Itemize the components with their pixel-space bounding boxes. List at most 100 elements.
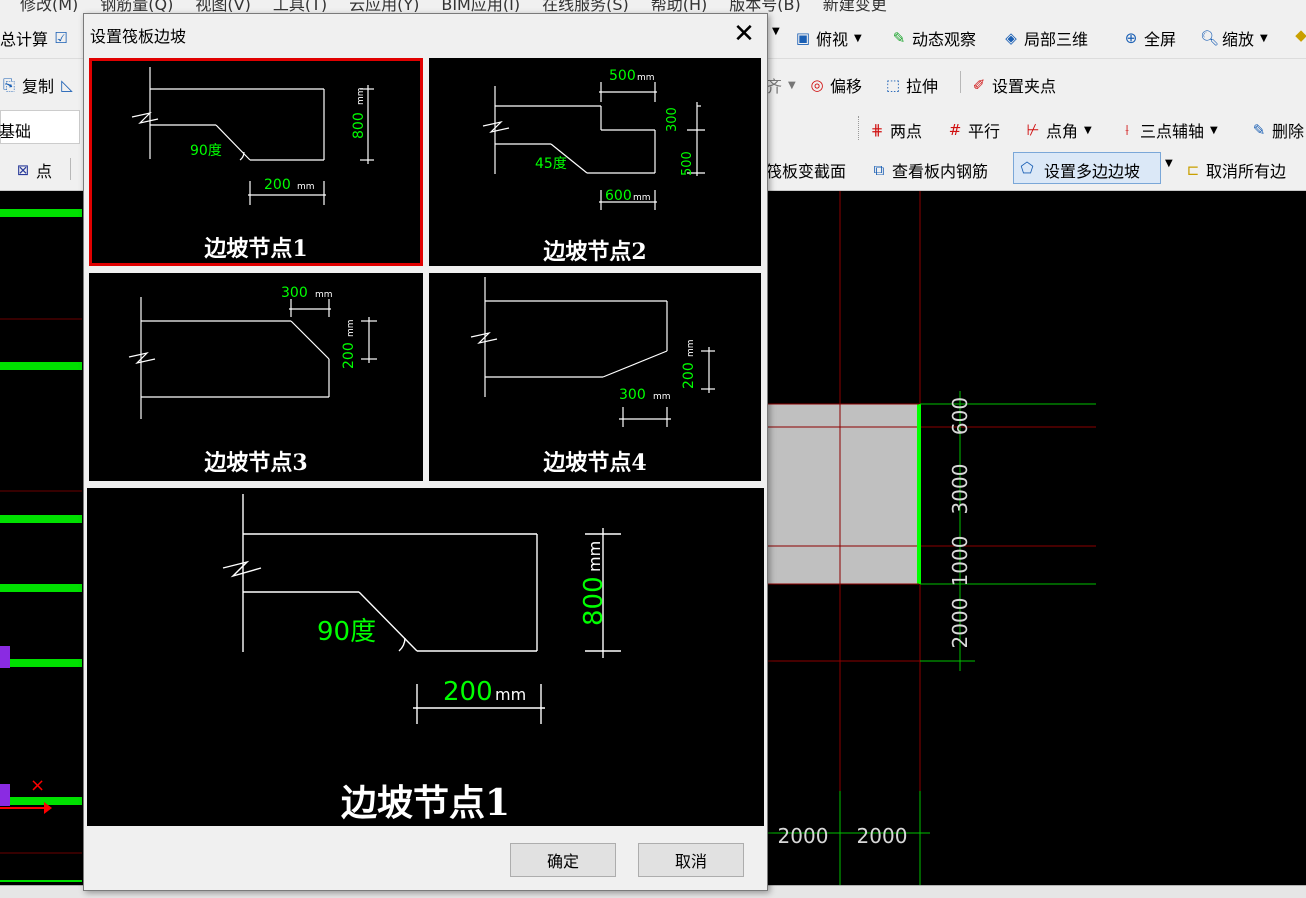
pen-icon: ✐: [972, 76, 986, 94]
delete-axis-button[interactable]: ✎ 删除: [1250, 118, 1304, 142]
slope-node-3-thumb[interactable]: 300 mm 200 mm 边坡节点3: [89, 273, 423, 481]
offset-button[interactable]: ◎ 偏移: [808, 73, 862, 97]
point-angle-label: 点角: [1046, 122, 1079, 141]
raft-slope-dialog: 设置筏板边坡 ✕ 90度 200 mm 80: [83, 13, 768, 891]
top-view-label: 俯视: [816, 30, 849, 49]
slope-node-4-diagram: 300 mm 200 mm: [470, 277, 715, 427]
rebar-view-icon: ⧉: [873, 161, 885, 179]
more-icon[interactable]: ◆: [1295, 26, 1306, 44]
set-grip-button[interactable]: ✐ 设置夹点: [970, 73, 1056, 97]
slope-node-4-thumb[interactable]: 300 mm 200 mm 边坡节点4: [429, 273, 761, 481]
node4-unit-v: mm: [686, 339, 696, 357]
fullscreen-button[interactable]: ⊕ 全屏: [1122, 26, 1176, 50]
node2-unit-bottom: mm: [633, 193, 651, 203]
node1-angle: 90度: [190, 143, 222, 159]
offset-label: 偏移: [830, 77, 863, 96]
ok-button[interactable]: 确定: [510, 843, 616, 877]
node4-unit-bottom: mm: [653, 392, 671, 402]
close-icon[interactable]: ✕: [733, 19, 755, 49]
menu-modify[interactable]: 修改(M): [20, 0, 79, 12]
node4-dim-bottom: 300: [619, 387, 646, 403]
raft-slab[interactable]: [766, 404, 919, 584]
node2-dim-top: 500: [609, 68, 636, 84]
local-3d-label: 局部三维: [1024, 30, 1089, 49]
set-multi-slope-button[interactable]: ⬠ 设置多边边坡: [1013, 152, 1161, 184]
align-label: 齐: [766, 77, 783, 96]
cancel-button[interactable]: 取消: [638, 843, 744, 877]
stretch-icon: ⬚: [885, 76, 901, 94]
dim-1000: 1000: [948, 536, 972, 587]
menu-new-change[interactable]: 新建变更: [822, 0, 887, 12]
drawing-canvas[interactable]: × 600 3000 1000 2000 2000 2000: [0, 191, 1306, 885]
parallel-icon: #: [948, 121, 962, 139]
node2-dim-bottom: 600: [605, 188, 632, 204]
set-grip-label: 设置夹点: [992, 77, 1057, 96]
menu-view[interactable]: 视图(V): [195, 0, 251, 12]
node2-label: 边坡节点2: [543, 239, 647, 265]
dim-2000-v: 2000: [948, 598, 972, 649]
menu-bim[interactable]: BIM应用(I): [441, 0, 521, 12]
stretch-button[interactable]: ⬚ 拉伸: [884, 73, 938, 97]
node3-dim-v: 200: [341, 342, 357, 369]
axis-x-icon: ×: [30, 775, 45, 796]
slope-node-1-thumb[interactable]: 90度 200 mm 800 mm 边坡节点1: [89, 58, 423, 266]
three-point-axis-button[interactable]: ⟊ 三点辅轴 ▼: [1118, 118, 1218, 142]
column-marker-2: [0, 784, 10, 806]
zoom-button[interactable]: 🔍︎ 缩放 ▼: [1200, 26, 1268, 50]
preview-unit-v: mm: [585, 541, 604, 572]
local-3d-button[interactable]: ◈ 局部三维: [1002, 26, 1088, 50]
multi-slope-label: 设置多边边坡: [1044, 162, 1141, 181]
copy-label: 复制: [22, 77, 55, 96]
mirror-icon: ◺: [61, 76, 73, 94]
point-angle-button[interactable]: ⊬ 点角 ▼: [1024, 118, 1091, 142]
node4-dim-v: 200: [681, 362, 697, 389]
preview-angle: 90度: [317, 617, 376, 647]
two-point-axis-button[interactable]: ⋕ 两点: [868, 118, 922, 142]
total-calc-button[interactable]: 总计算 ☑: [0, 26, 70, 50]
cancel-all-label: 取消所有边: [1206, 162, 1287, 181]
node1-label: 边坡节点1: [204, 236, 308, 262]
delete-label: 删除: [1272, 122, 1305, 141]
layer-select-value: 基础: [0, 122, 32, 141]
align-button[interactable]: 齐▼: [766, 73, 796, 97]
slope-preview-diagram: 90度 200 mm 800 mm: [222, 494, 621, 724]
slope-polygon-icon: ⬠: [1020, 159, 1034, 177]
point-button[interactable]: ⊠ 点: [14, 158, 52, 182]
parallel-axis-button[interactable]: # 平行: [946, 118, 1000, 142]
slope-node-2-diagram: 45度 500 mm 300 500 600 mm: [482, 68, 705, 210]
orbit-icon: ✎: [892, 29, 906, 47]
three-point-label: 三点辅轴: [1140, 122, 1205, 141]
axis-arrow-icon: [44, 802, 52, 814]
slope-node-3-diagram: 300 mm 200 mm: [128, 285, 377, 419]
dynamic-orbit-button[interactable]: ✎ 动态观察: [890, 26, 976, 50]
multi-slope-caret[interactable]: ▼: [1165, 158, 1173, 169]
total-calc-label: 总计算: [0, 30, 49, 49]
menu-rebar-qty[interactable]: 钢筋量(Q): [100, 0, 174, 12]
cancel-slope-icon: ⊏: [1186, 161, 1200, 179]
raft-section-change-button[interactable]: 筏板变截面: [766, 158, 846, 182]
node2-angle: 45度: [535, 156, 567, 172]
node1-unit-h: mm: [297, 182, 315, 192]
layer-select[interactable]: 基础: [0, 110, 80, 144]
local-3d-icon: ◈: [1005, 29, 1017, 47]
view-rebar-button[interactable]: ⧉ 查看板内钢筋: [870, 158, 988, 182]
menu-online[interactable]: 在线服务(S): [542, 0, 629, 12]
cancel-all-slopes-button[interactable]: ⊏ 取消所有边: [1184, 158, 1286, 182]
menu-cloud[interactable]: 云应用(Y): [349, 0, 420, 12]
menu-help[interactable]: 帮助(H): [650, 0, 708, 12]
dim-2000-h2: 2000: [857, 824, 908, 848]
eraser-icon: ✎: [1252, 121, 1266, 139]
section-change-label: 筏板变截面: [766, 162, 847, 181]
orbit-label: 动态观察: [912, 30, 977, 49]
top-view-button[interactable]: ▣ 俯视 ▼: [794, 26, 862, 50]
node3-label: 边坡节点3: [204, 450, 308, 476]
copy-button[interactable]: ⎘ 复制 ◺: [0, 73, 76, 97]
node4-label: 边坡节点4: [543, 450, 647, 476]
view-dropdown-caret[interactable]: ▼: [772, 26, 780, 37]
menu-tools[interactable]: 工具(T): [272, 0, 328, 12]
zoom-extents-icon: ⊕: [1124, 29, 1138, 47]
dim-3000: 3000: [948, 464, 972, 515]
menu-version[interactable]: 版本号(B): [729, 0, 801, 12]
point-angle-icon: ⊬: [1026, 121, 1040, 139]
slope-node-2-thumb[interactable]: 45度 500 mm 300 500 600 mm 边坡节点2: [429, 58, 761, 266]
